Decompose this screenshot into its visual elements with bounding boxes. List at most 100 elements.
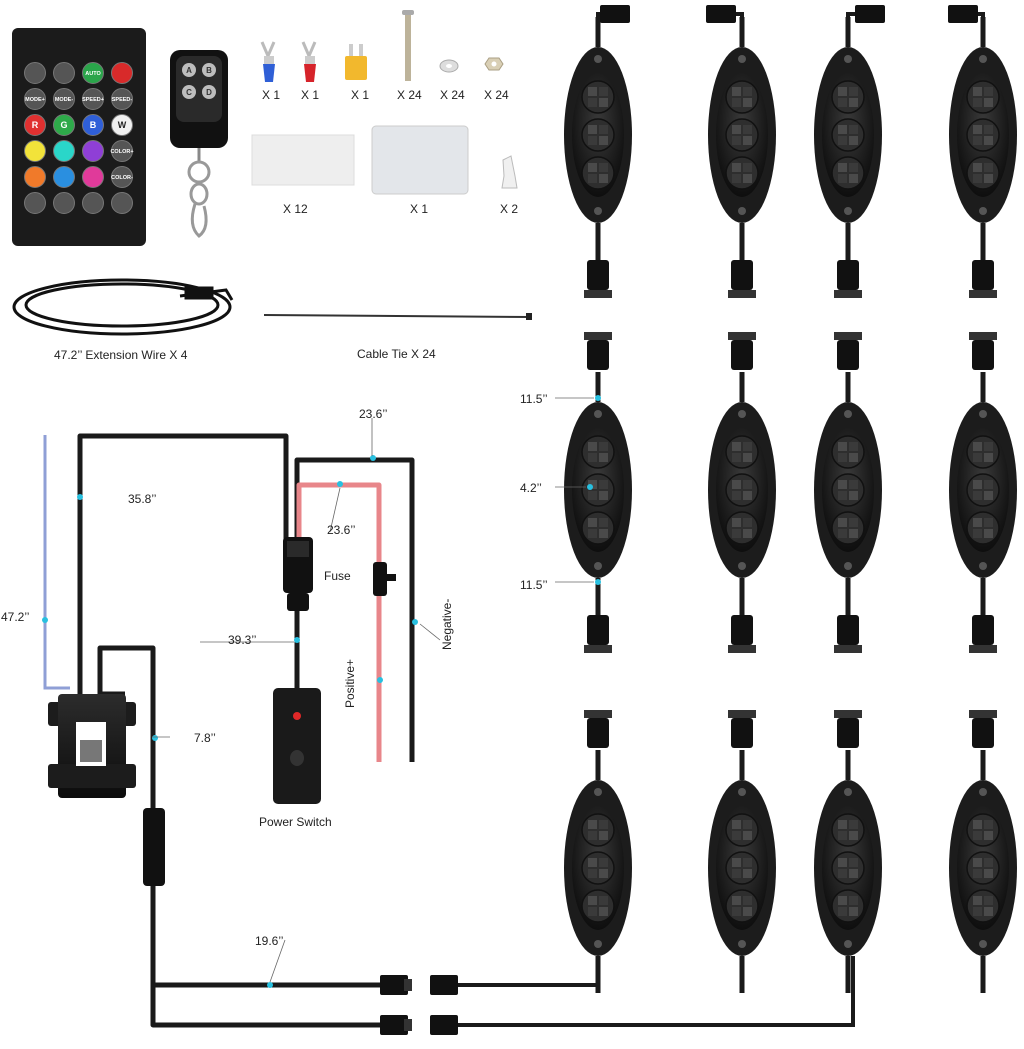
power-switch-label: Power Switch <box>259 815 332 829</box>
harness-black-wires <box>77 433 415 1028</box>
pod-top-lead-label: 11.5’’ <box>520 392 548 406</box>
negative-label: Negative- <box>440 598 454 650</box>
pod-bottom-lead-label: 11.5’’ <box>520 578 548 592</box>
pod-length-label: 4.2’’ <box>520 481 542 495</box>
washer <box>439 59 459 73</box>
measurement-dot <box>152 735 158 741</box>
bottom-feed-wire <box>430 956 855 1035</box>
pod-connector <box>969 332 997 370</box>
bottom-wire-length-label: 19.6’’ <box>255 934 284 948</box>
extension-wire-label: 47.2’’ Extension Wire X 4 <box>54 348 188 362</box>
power-switch-box <box>273 688 321 804</box>
cable-tie <box>263 313 532 320</box>
output-connector <box>143 808 165 886</box>
rock-light-pod <box>814 780 882 956</box>
red-terminal <box>301 41 317 82</box>
fob-key-label: D <box>206 88 212 97</box>
chain-plug <box>600 5 630 23</box>
rock-light-pod <box>814 402 882 578</box>
remote-button <box>53 114 75 136</box>
pod-connector <box>834 332 862 370</box>
remote-button-label: MODE- <box>55 97 74 103</box>
remote-button <box>24 192 46 214</box>
pod-connector <box>834 710 862 748</box>
measurement-dot <box>370 455 376 461</box>
pod-connector <box>969 615 997 653</box>
antenna-length-label: 47.2’’ <box>1 610 30 624</box>
blue-terminal-qty: X 1 <box>262 88 281 102</box>
antenna-wire <box>43 435 70 690</box>
power-plug <box>283 537 313 611</box>
nut <box>484 57 504 71</box>
rock-light-pod <box>708 402 776 578</box>
red-loop-length-label: 23.6’’ <box>327 523 356 537</box>
pod-connector <box>728 332 756 370</box>
rock-light-pods <box>430 5 1017 1035</box>
wire-connector <box>501 155 518 189</box>
leader-line <box>269 939 286 983</box>
fob-key-label: C <box>186 88 192 97</box>
rock-light-pod <box>564 402 632 578</box>
remote-button <box>111 114 133 136</box>
pod-connector <box>584 710 612 748</box>
rock-light-pod <box>708 780 776 956</box>
remote-button <box>82 166 104 188</box>
measurement-dot <box>377 677 383 683</box>
controller-box <box>48 694 136 798</box>
rock-light-pod <box>814 47 882 223</box>
remote-button-label: W <box>118 120 127 130</box>
connector-qty: X 2 <box>500 202 519 216</box>
remote-button-label: R <box>32 120 39 130</box>
remote-button <box>111 192 133 214</box>
controller-wire-length-label: 35.8’’ <box>128 492 157 506</box>
top-chain-wire <box>596 5 985 47</box>
remote-button <box>53 62 75 84</box>
remote-button-label: AUTO <box>85 71 101 77</box>
remote-button-label: B <box>90 120 97 130</box>
pod-connector <box>584 615 612 653</box>
remote-button <box>82 114 104 136</box>
pod-connector <box>584 260 612 298</box>
blue-terminal <box>260 41 276 82</box>
adhesive-tape <box>251 134 355 186</box>
measurement-markers <box>42 395 601 988</box>
nut-qty: X 24 <box>484 88 509 102</box>
leader-line <box>329 487 341 533</box>
remote-button-label: MODE+ <box>25 97 45 103</box>
remote-button <box>24 88 46 110</box>
switch-wire-length-label: 39.3’’ <box>228 633 257 647</box>
rock-light-pod <box>708 47 776 223</box>
feed-plug <box>430 1015 458 1035</box>
extension-wire <box>12 278 234 336</box>
pod-connector <box>728 260 756 298</box>
screw <box>402 10 414 81</box>
remote-button <box>53 140 75 162</box>
remote-button <box>82 140 104 162</box>
remote-button-label: SPEED+ <box>82 97 104 103</box>
rock-light-pod <box>949 402 1017 578</box>
chain-plug <box>855 5 885 23</box>
remote-button <box>111 140 133 162</box>
rock-light-pod <box>564 780 632 956</box>
fuse-label: Fuse <box>324 569 351 583</box>
remote-button <box>53 88 75 110</box>
remote-button <box>53 166 75 188</box>
cable-tie-label: Cable Tie X 24 <box>357 347 436 361</box>
controller-out-length-label: 7.8’’ <box>194 731 216 745</box>
pod-connector <box>728 615 756 653</box>
fob-key-label: B <box>206 66 212 75</box>
rock-light-pod <box>564 47 632 223</box>
remote-button <box>24 114 46 136</box>
remote-button <box>53 192 75 214</box>
pod-connector <box>969 710 997 748</box>
measurement-dot <box>595 579 601 585</box>
pod-connector <box>584 332 612 370</box>
chain-plug <box>948 5 978 23</box>
remote-button <box>111 62 133 84</box>
feed-plug <box>430 975 458 995</box>
leader-line <box>419 623 441 641</box>
pod-connector <box>969 260 997 298</box>
